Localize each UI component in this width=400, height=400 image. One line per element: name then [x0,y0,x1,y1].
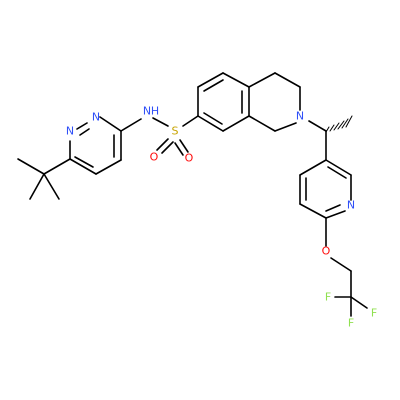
bond [161,141,174,154]
bond [79,128,90,136]
atom-label-nitrogen: N [143,105,151,118]
bonds [17,72,368,317]
atom-label-hydrogen: H [151,105,159,118]
bond [17,158,45,175]
bond [274,72,301,88]
bond [120,118,142,132]
atom-label-oxygen: O [322,245,331,258]
bond [197,115,224,132]
bond [350,296,368,309]
bond [156,138,169,151]
bond [248,72,276,88]
bond [330,257,352,272]
bond [43,158,71,175]
atom-label-nitrogen: N [92,111,100,124]
bond [325,159,352,176]
bond [327,166,347,179]
bond [152,117,169,127]
bond [174,142,184,156]
atom-label-oxygen: O [185,152,194,165]
bond [222,115,250,132]
bond [95,159,122,175]
bond [308,120,327,132]
bond [197,72,224,88]
stereo-wedge-bond [325,115,353,133]
wedge-hash [337,120,345,130]
bond [43,173,60,200]
bond [182,115,199,127]
bond [325,210,346,219]
bond [203,112,223,125]
atom-label-nitrogen: N [66,125,74,138]
bond [248,115,276,132]
bond [299,159,327,176]
bond [325,204,341,212]
bond [222,72,250,88]
bond [69,158,97,175]
wedge-hash [329,124,335,132]
bond [203,79,224,92]
wedge-hash [341,118,349,129]
atom-label-fluorine: F [325,291,331,304]
wedge-hash [345,115,353,128]
atom-label-nitrogen: N [296,110,304,123]
atom-label-nitrogen: N [347,199,355,212]
atom-label-fluorine: F [371,307,377,320]
atom-label-sulfur: S [172,125,179,138]
bond [299,203,327,219]
bond [99,116,122,132]
atom-label-fluorine: F [348,317,354,330]
bond [29,173,45,200]
wedge-hash [325,126,330,133]
bond [274,122,297,132]
bond [74,156,94,168]
atom-labels: N H S O O N N N N O F F F [66,105,377,330]
wedge-hash [333,122,340,131]
bond [179,139,189,153]
atom-label-oxygen: O [150,151,159,164]
bond [76,122,88,130]
